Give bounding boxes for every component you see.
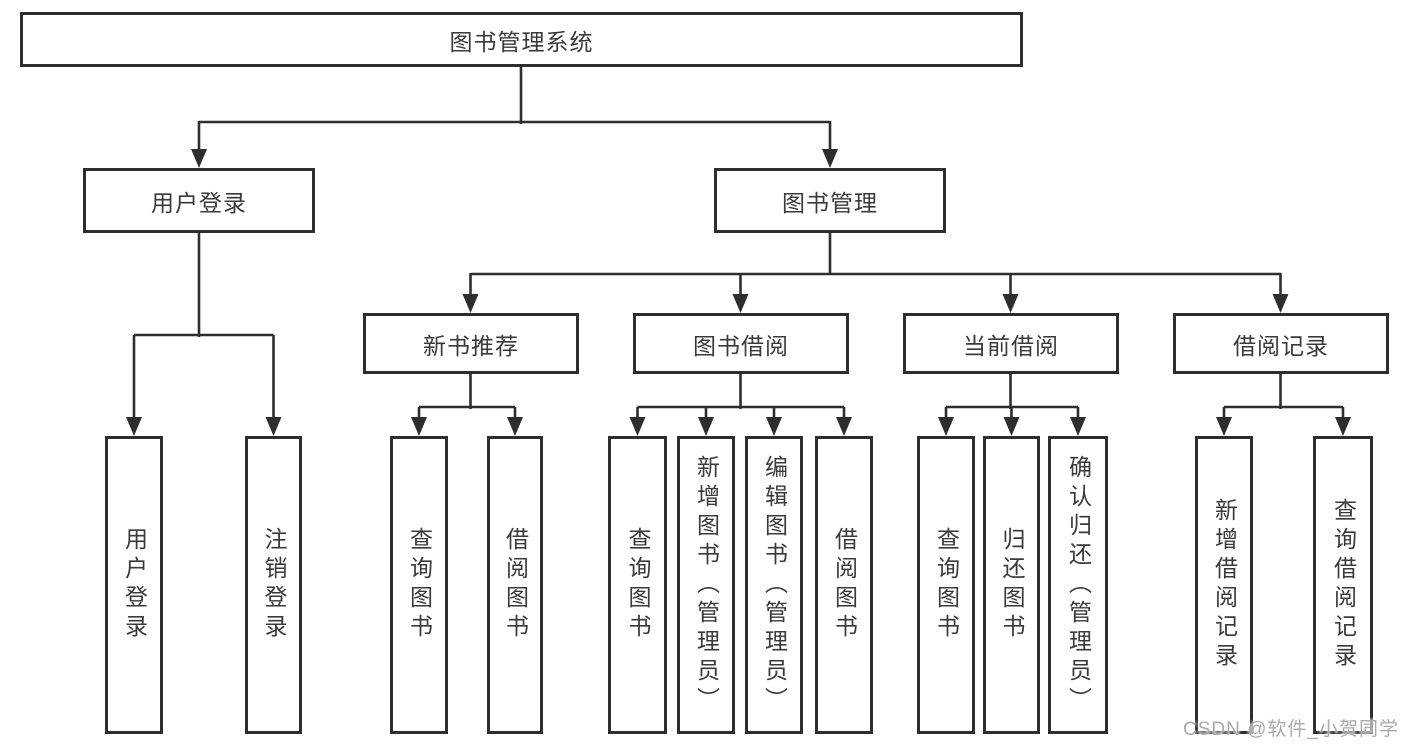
node-borrowing-records: 借阅记录	[1173, 313, 1389, 374]
leaf-query-borrow-record-label: 查询借阅记录	[1330, 498, 1357, 672]
leaf-recommend-query-books: 查询图书	[390, 436, 448, 734]
leaf-edit-book-admin: 编辑图书（管理员）	[745, 436, 803, 734]
leaf-borrow-books: 借阅图书	[815, 436, 873, 734]
leaf-add-book-admin: 新增图书（管理员）	[677, 436, 735, 734]
node-new-book-recommend-label: 新书推荐	[423, 332, 519, 359]
leaf-recommend-query-books-label: 查询图书	[406, 527, 433, 643]
node-book-borrowing-label: 图书借阅	[693, 332, 789, 359]
node-current-borrowing-label: 当前借阅	[963, 332, 1059, 359]
leaf-logout: 注销登录	[245, 436, 302, 734]
leaf-add-book-admin-label: 新增图书（管理员）	[693, 454, 720, 716]
leaf-query-borrow-record: 查询借阅记录	[1313, 436, 1373, 734]
node-book-borrowing: 图书借阅	[633, 313, 849, 374]
node-user-login: 用户登录	[83, 168, 315, 233]
node-user-login-label: 用户登录	[151, 189, 247, 216]
leaf-logout-label: 注销登录	[261, 527, 287, 643]
csdn-watermark: CSDN @软件_小贺同学	[1183, 719, 1399, 740]
leaf-user-login-label: 用户登录	[121, 527, 148, 643]
leaf-current-query-books: 查询图书	[917, 436, 975, 734]
node-borrowing-records-label: 借阅记录	[1233, 332, 1329, 359]
leaf-confirm-return-admin: 确认归还（管理员）	[1048, 436, 1108, 734]
node-book-management: 图书管理	[714, 168, 946, 233]
leaf-edit-book-admin-label: 编辑图书（管理员）	[761, 454, 788, 716]
leaf-add-borrow-record: 新增借阅记录	[1195, 436, 1253, 734]
leaf-borrow-books-label: 借阅图书	[831, 527, 858, 643]
leaf-recommend-borrow-books-label: 借阅图书	[502, 527, 529, 643]
leaf-current-query-books-label: 查询图书	[933, 527, 960, 643]
node-book-management-label: 图书管理	[782, 189, 878, 216]
leaf-add-borrow-record-label: 新增借阅记录	[1211, 498, 1238, 672]
leaf-borrow-query-books: 查询图书	[608, 436, 667, 734]
leaf-recommend-borrow-books: 借阅图书	[487, 436, 543, 734]
leaf-return-books-label: 归还图书	[999, 527, 1025, 643]
node-root-system: 图书管理系统	[20, 12, 1023, 67]
node-current-borrowing: 当前借阅	[903, 313, 1119, 374]
leaf-user-login: 用户登录	[105, 436, 163, 734]
leaf-return-books: 归还图书	[983, 436, 1040, 734]
node-new-book-recommend: 新书推荐	[363, 313, 579, 374]
leaf-borrow-query-books-label: 查询图书	[625, 527, 651, 643]
node-root-system-label: 图书管理系统	[449, 28, 594, 55]
leaf-confirm-return-admin-label: 确认归还（管理员）	[1065, 454, 1092, 716]
